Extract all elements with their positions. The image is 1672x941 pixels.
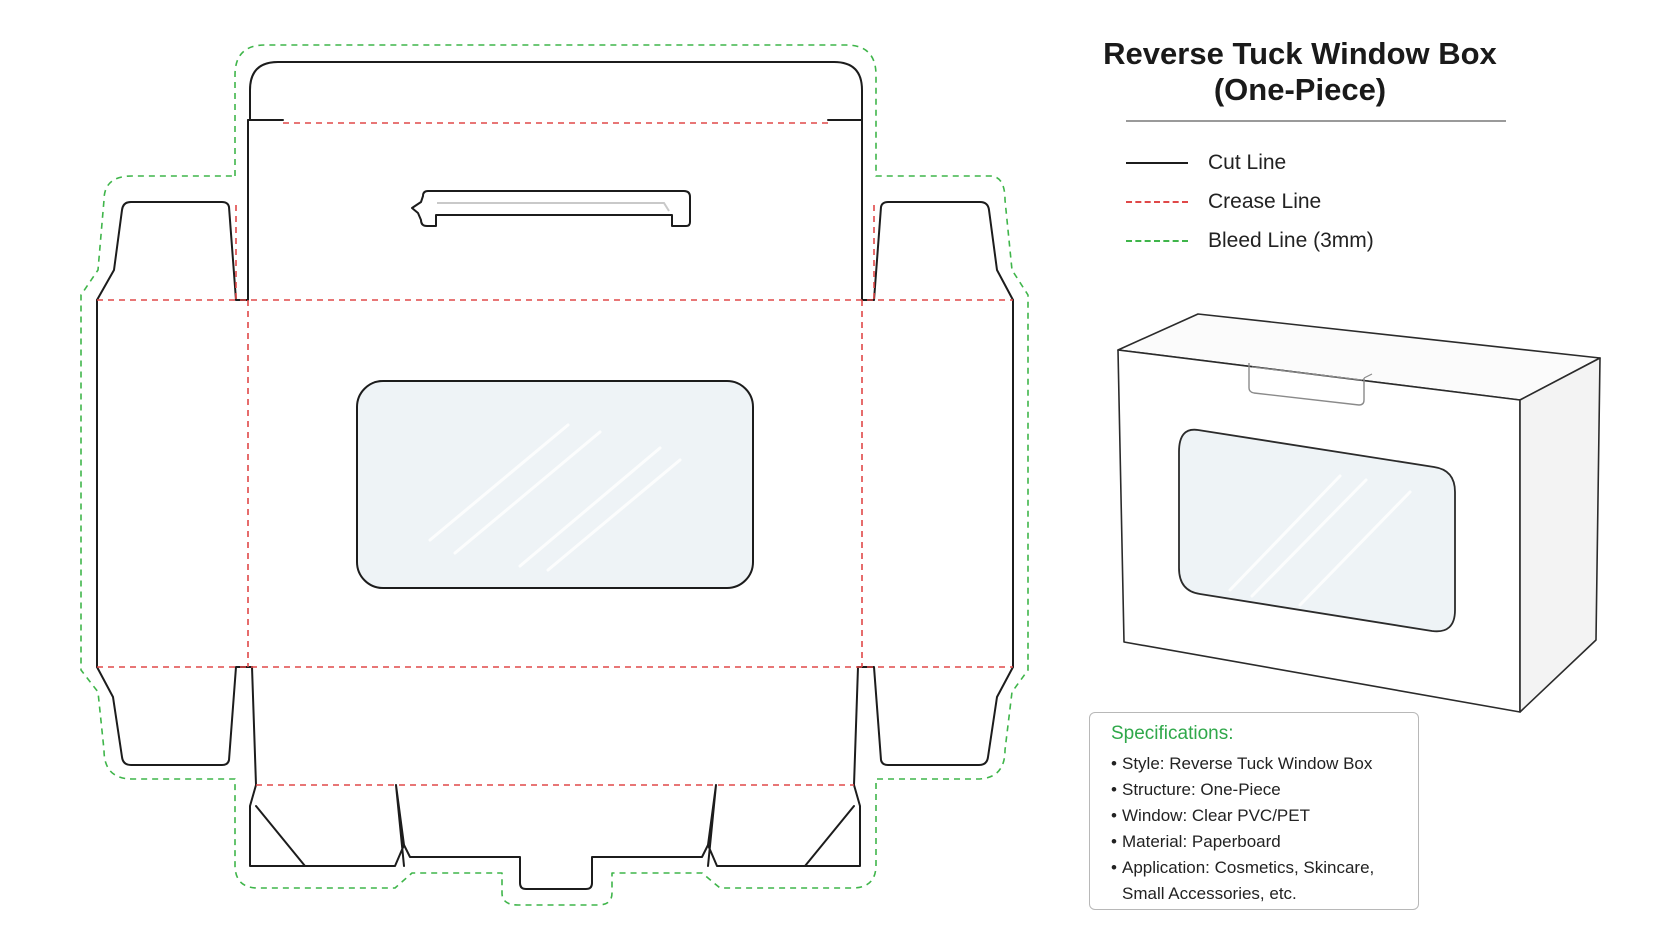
- crease-line-swatch: [1126, 200, 1188, 203]
- dieline-window-cut: [356, 380, 754, 589]
- spec-item-application-cont: Small Accessories, etc.: [1122, 884, 1297, 903]
- specifications-panel: Specifications: Style: Reverse Tuck Wind…: [1089, 712, 1419, 910]
- specifications-list: Style: Reverse Tuck Window Box Structure…: [1111, 751, 1400, 907]
- box-tuck-tab-edge: [1251, 366, 1373, 381]
- title-line-1: Reverse Tuck Window Box: [1103, 36, 1497, 71]
- left-lower-dust-flap: [96, 666, 253, 766]
- right-lower-dust-flap: [857, 666, 1014, 766]
- tuck-slot: [411, 190, 691, 227]
- box-window-glare: [1228, 474, 1412, 607]
- bleed-line-swatch: [1126, 239, 1188, 242]
- dieline-window-glare: [428, 423, 682, 572]
- spec-item-style: Style: Reverse Tuck Window Box: [1111, 751, 1400, 777]
- bleed-outline: [80, 44, 1029, 906]
- specifications-heading: Specifications:: [1111, 723, 1234, 744]
- box-side-face: [1519, 357, 1601, 713]
- spec-item-structure: Structure: One-Piece: [1111, 777, 1400, 803]
- legend-item-crease: Crease Line: [1126, 182, 1374, 221]
- diagram-title: Reverse Tuck Window Box (One-Piece): [1100, 36, 1500, 108]
- title-divider: [1126, 120, 1506, 122]
- legend: Cut Line Crease Line Bleed Line (3mm): [1126, 143, 1374, 260]
- dieline-window-fill: [357, 381, 753, 588]
- bottom-panel-right-edge: [804, 666, 861, 867]
- tuck-slot-inner-line: [437, 202, 670, 212]
- legend-item-bleed: Bleed Line (3mm): [1126, 221, 1374, 260]
- right-upper-dust-flap: [861, 201, 1014, 301]
- top-tuck-flap-cut: [249, 61, 863, 121]
- legend-label-cut: Cut Line: [1208, 150, 1287, 174]
- box-tuck-tab: [1248, 363, 1365, 406]
- bottom-center-tab: [403, 844, 709, 890]
- crease-lines: [97, 122, 1013, 786]
- spec-item-window: Window: Clear PVC/PET: [1111, 803, 1400, 829]
- legend-label-crease: Crease Line: [1208, 189, 1322, 213]
- title-line-2: (One-Piece): [1213, 72, 1387, 107]
- bottom-panel-left-edge: [249, 666, 306, 867]
- spec-item-application: Application: Cosmetics, Skincare,: [1111, 855, 1400, 881]
- legend-label-bleed: Bleed Line (3mm): [1208, 228, 1374, 252]
- cut-line-swatch: [1126, 161, 1188, 164]
- bottom-lock-tab-left: [255, 784, 405, 867]
- bottom-lock-tab-right: [707, 784, 855, 867]
- spec-item-material: Material: Paperboard: [1111, 829, 1400, 855]
- left-upper-dust-flap: [96, 201, 249, 301]
- legend-item-cut: Cut Line: [1126, 143, 1374, 182]
- box-3d-illustration: [1117, 313, 1601, 713]
